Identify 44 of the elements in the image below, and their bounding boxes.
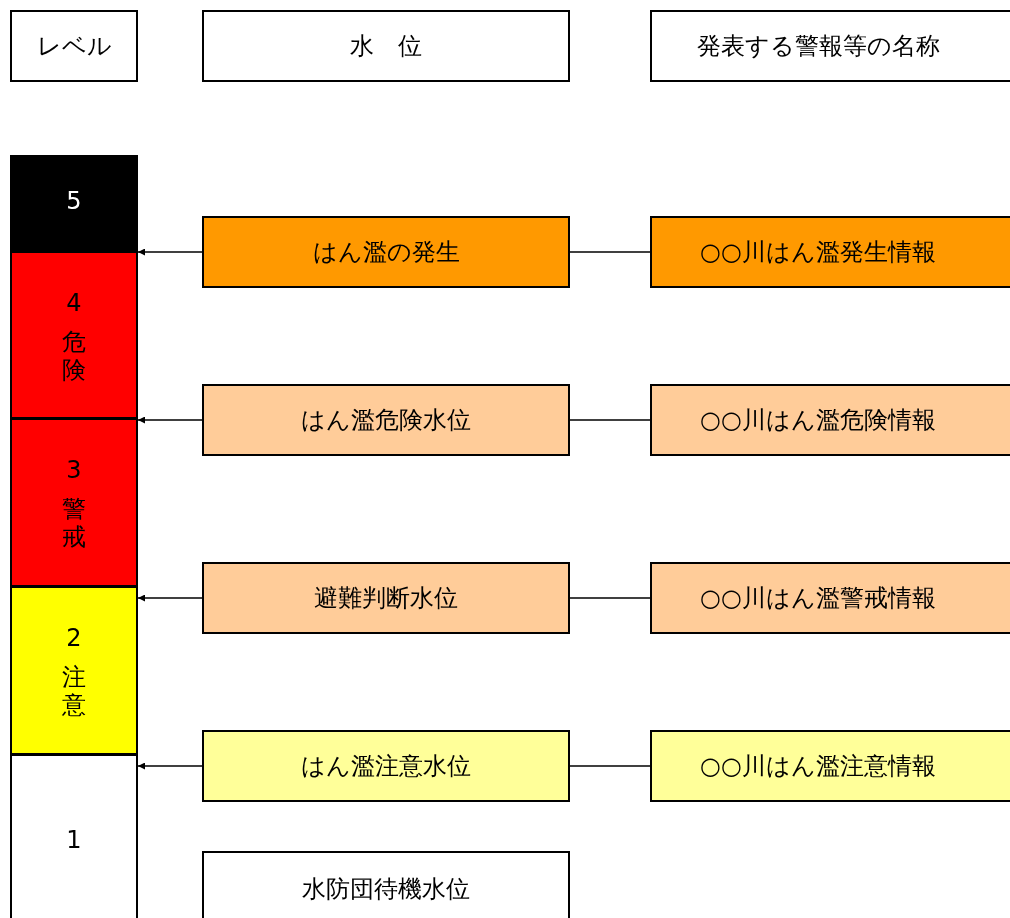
header-box — [202, 10, 570, 82]
level-number: 1 — [66, 826, 82, 854]
water-level-box — [202, 384, 570, 456]
arrow — [137, 248, 203, 256]
connector-line — [569, 419, 651, 421]
water-level-box — [202, 730, 570, 802]
box-label: 避難判断水位 — [314, 583, 458, 614]
header-label: レベル — [36, 31, 112, 62]
water-level-box — [202, 562, 570, 634]
box-label: ○○川はん濫発生情報 — [700, 237, 936, 268]
arrow — [137, 762, 203, 770]
box-label: はん濫危険水位 — [301, 405, 471, 436]
connector-line — [569, 597, 651, 599]
connector-line — [569, 765, 651, 767]
arrow — [137, 594, 203, 602]
level-box — [10, 251, 138, 419]
warning-box — [650, 216, 1010, 288]
arrow — [137, 416, 203, 424]
box-label: ○○川はん濫注意情報 — [700, 751, 936, 782]
level-box — [10, 155, 138, 252]
box-label: はん濫注意水位 — [301, 751, 471, 782]
level-number: 5 — [66, 187, 82, 215]
header-box — [650, 10, 1010, 82]
level-box — [10, 418, 138, 587]
warning-box — [650, 562, 1010, 634]
box-label: ○○川はん濫警戒情報 — [700, 583, 936, 614]
connector-line — [569, 251, 651, 253]
box-label: 水防団待機水位 — [302, 874, 470, 905]
box-label: ○○川はん濫危険情報 — [700, 405, 936, 436]
warning-box — [650, 384, 1010, 456]
level-number: 2 — [66, 624, 82, 652]
header-label: 発表する警報等の名称 — [696, 31, 940, 62]
level-box — [10, 754, 138, 918]
box-label: はん濫の発生 — [312, 237, 460, 268]
level-box — [10, 586, 138, 755]
water-level-box — [202, 216, 570, 288]
level-number: 4 — [66, 289, 82, 317]
level-label: 危険 — [61, 329, 87, 385]
level-label: 警戒 — [61, 496, 87, 552]
level-number: 3 — [66, 456, 82, 484]
header-label: 水 位 — [350, 31, 422, 62]
warning-box — [650, 730, 1010, 802]
header-box — [10, 10, 138, 82]
level-label: 注意 — [61, 664, 87, 720]
